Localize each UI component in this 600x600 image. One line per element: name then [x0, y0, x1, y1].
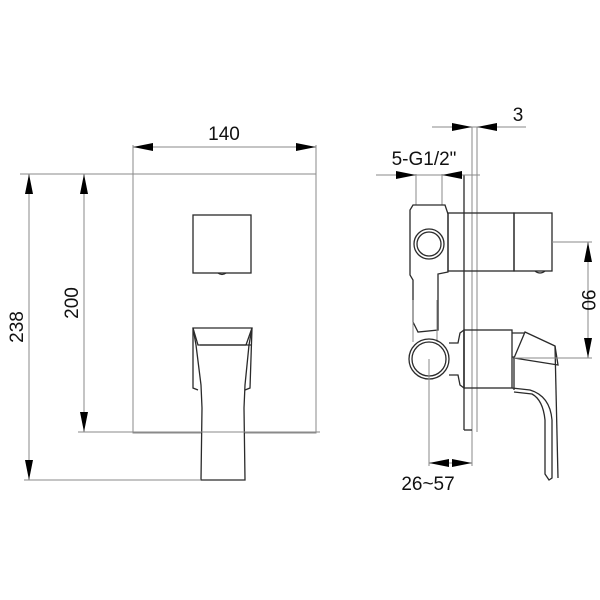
side-view: 3 5-G1/2" 90 26~57	[376, 105, 598, 495]
dimension-height-238: 238	[7, 174, 33, 480]
dimension-handle-offset-90: 90	[514, 241, 598, 359]
dimension-height-200: 200	[62, 174, 88, 432]
dimension-label-handle-offset: 90	[577, 289, 598, 310]
dimension-connections-g1-2: 5-G1/2"	[376, 149, 480, 179]
dimension-label-connections: 5-G1/2"	[392, 149, 457, 170]
dimension-installation-depth: 26~57	[401, 359, 473, 495]
diverter-knob	[192, 214, 252, 276]
dimension-label-plate-height: 200	[62, 287, 83, 319]
dimension-width-140: 140	[133, 124, 316, 151]
dimension-label-installation-depth: 26~57	[401, 474, 454, 495]
upper-valve-body	[409, 204, 553, 333]
dimension-label-plate-thickness: 3	[513, 105, 524, 126]
lever-handle-side	[511, 331, 559, 481]
dimension-label-width: 140	[208, 124, 240, 145]
lever-handle-front	[192, 327, 253, 481]
dimension-label-overall-height: 238	[7, 311, 28, 343]
dimension-plate-thickness-3: 3	[432, 105, 526, 131]
lower-valve-body	[408, 300, 526, 390]
front-view: 140 200 238	[7, 124, 320, 481]
